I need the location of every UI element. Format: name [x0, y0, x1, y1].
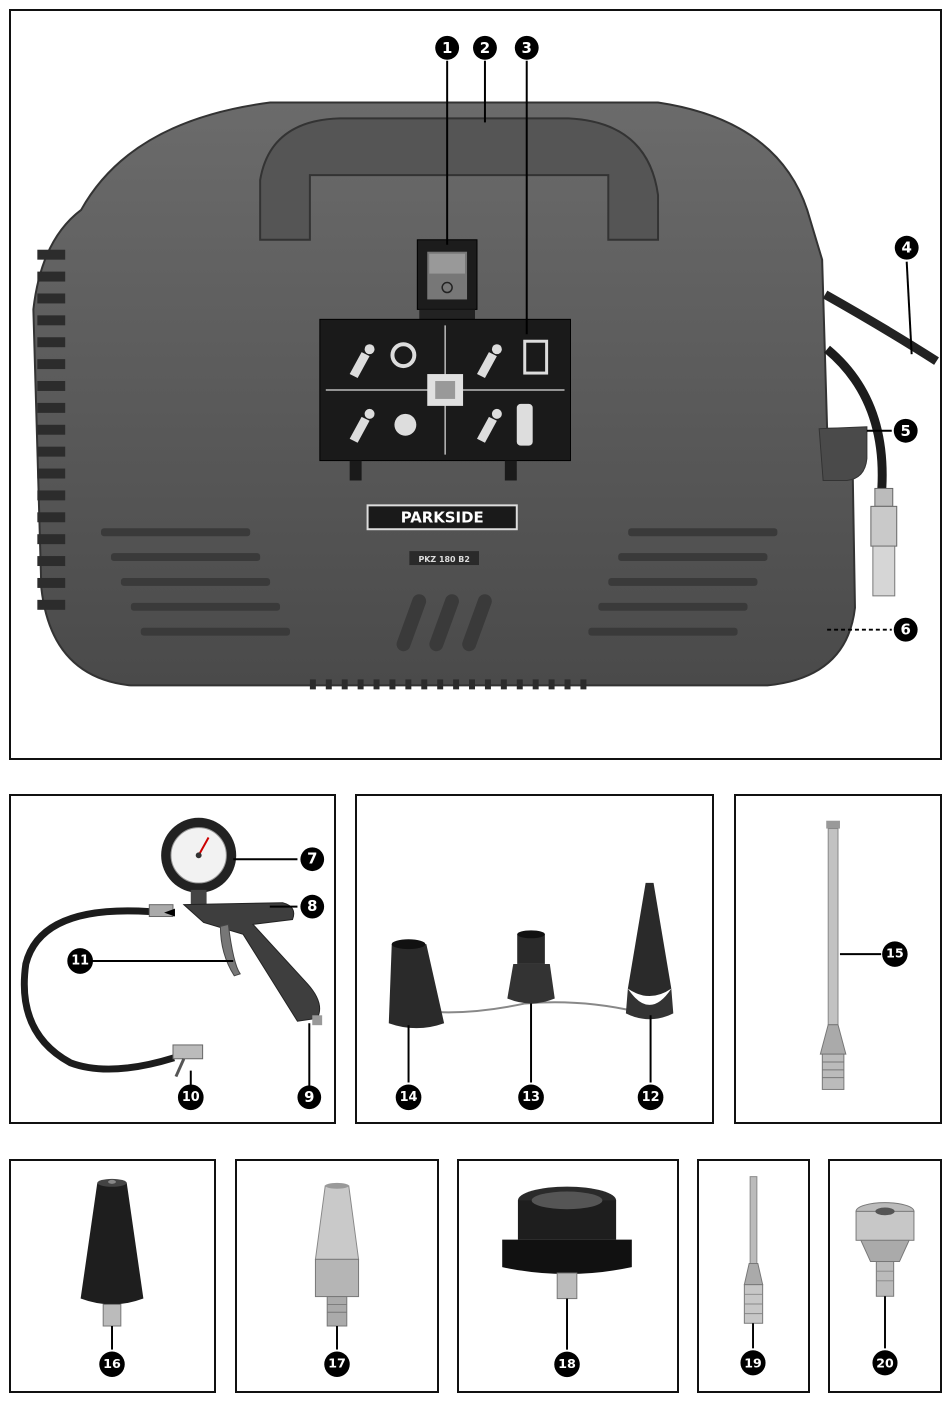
svg-text:5: 5: [901, 422, 911, 440]
callout-15: 15: [882, 941, 908, 967]
callout-2: 2: [473, 36, 497, 60]
callout-7: 7: [300, 847, 324, 871]
adapter-16-panel: 16: [9, 1159, 216, 1393]
callout-1: 1: [435, 36, 459, 60]
callout-17: 17: [324, 1351, 349, 1376]
svg-text:12: 12: [642, 1090, 660, 1105]
svg-text:13: 13: [522, 1090, 540, 1105]
valve-adapter-18: [502, 1187, 632, 1299]
svg-text:7: 7: [307, 851, 317, 868]
svg-text:6: 6: [901, 621, 911, 639]
callout-16: 16: [99, 1352, 124, 1377]
model-label: PKZ 180 B2: [418, 555, 469, 564]
callout-5: 5: [894, 419, 918, 443]
inflation-nozzles-panel: 14 13 12: [355, 794, 714, 1124]
compressor-illustration: PARKSIDE PKZ 180 B2 1 2 3 4 5 6: [11, 11, 940, 758]
callout-6: 6: [894, 618, 918, 642]
inflator-gun-body: [184, 903, 320, 1022]
extension-nozzle-15: [820, 821, 846, 1090]
extension-nozzle-illustration: 15: [736, 796, 940, 1122]
svg-text:8: 8: [307, 898, 317, 915]
valve-adapter-illustration: 20: [830, 1161, 940, 1391]
quick-coupling: [871, 488, 897, 595]
inflator-hose: [24, 911, 174, 1069]
callout-12: 12: [638, 1084, 664, 1110]
valve-adapter-20: [856, 1203, 914, 1297]
svg-text:11: 11: [71, 953, 89, 968]
svg-text:2: 2: [480, 39, 490, 57]
adapter-18-panel: 18: [457, 1159, 679, 1393]
svg-text:16: 16: [103, 1357, 121, 1372]
callout-18: 18: [554, 1352, 580, 1378]
instruction-panel: [320, 319, 571, 480]
svg-text:9: 9: [304, 1089, 314, 1106]
svg-text:20: 20: [876, 1355, 894, 1370]
power-switch-icon: [417, 240, 477, 330]
callout-8: 8: [300, 895, 324, 919]
adapter-18-illustration: 18: [459, 1161, 677, 1391]
callout-19: 19: [740, 1350, 765, 1375]
ball-needle-19: [744, 1177, 762, 1324]
svg-text:10: 10: [182, 1090, 200, 1105]
adapter-17-illustration: 17: [237, 1161, 437, 1391]
tire-valve-connector: [173, 1045, 203, 1077]
tire-inflator-illustration: 7 8 11 10 9: [11, 796, 334, 1122]
adapter-16-illustration: 16: [11, 1161, 214, 1391]
svg-text:19: 19: [744, 1355, 761, 1370]
cone-nozzle-14: [389, 939, 444, 1028]
svg-text:18: 18: [558, 1357, 576, 1372]
svg-text:4: 4: [902, 239, 912, 257]
callout-10: 10: [178, 1084, 204, 1110]
valve-adapter-panel: 20: [828, 1159, 942, 1393]
brand-label: PARKSIDE: [401, 508, 484, 526]
cone-nozzle-13: [507, 930, 554, 1003]
tire-inflator-panel: 7 8 11 10 9: [9, 794, 336, 1124]
ball-needle-panel: 19: [697, 1159, 810, 1393]
adapter-17-panel: 17: [235, 1159, 439, 1393]
svg-text:3: 3: [522, 39, 532, 57]
pressure-gauge-icon: [161, 818, 236, 893]
power-cable: [825, 294, 936, 361]
callout-4: 4: [895, 236, 919, 260]
inflation-nozzles-illustration: 14 13 12: [357, 796, 712, 1122]
rubber-cone-adapter-16: [81, 1179, 144, 1326]
svg-text:17: 17: [328, 1357, 346, 1372]
callout-13: 13: [518, 1084, 544, 1110]
metal-cone-adapter-17: [315, 1183, 358, 1326]
callout-11: 11: [67, 948, 93, 974]
callout-3: 3: [515, 36, 539, 60]
main-illustration-panel: PARKSIDE PKZ 180 B2 1 2 3 4 5 6: [9, 9, 942, 760]
extension-nozzle-panel: 15: [734, 794, 942, 1124]
svg-text:14: 14: [400, 1090, 418, 1105]
svg-text:15: 15: [886, 947, 904, 962]
callout-20: 20: [872, 1350, 897, 1375]
ball-needle-illustration: 19: [699, 1161, 808, 1391]
svg-text:1: 1: [442, 39, 452, 57]
callout-9: 9: [297, 1085, 321, 1109]
cone-nozzle-12: [626, 883, 673, 1019]
callout-14: 14: [396, 1084, 422, 1110]
